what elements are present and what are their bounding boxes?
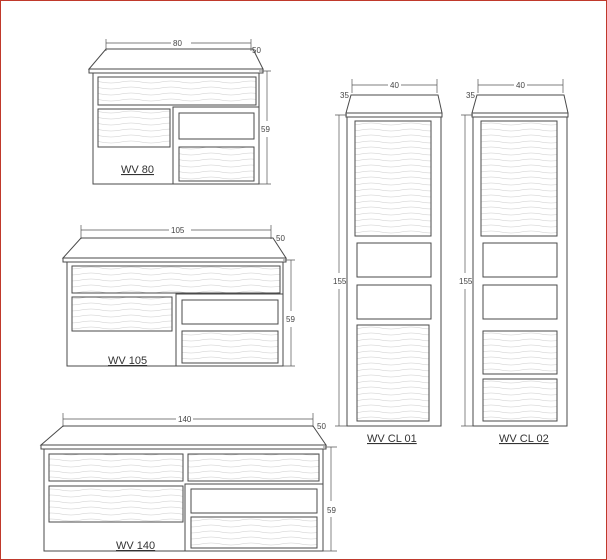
width-dimension: 40 (516, 81, 525, 90)
model-label: WV CL 01 (367, 433, 417, 445)
depth-dimension: 50 (276, 234, 285, 243)
width-dimension: 40 (390, 81, 399, 90)
width-dimension: 105 (171, 226, 185, 235)
cabinet-wv105: 105 50 59 WV 105 (61, 225, 295, 367)
width-dimension: 140 (178, 415, 192, 424)
depth-dimension: 35 (340, 91, 349, 100)
height-dimension: 59 (286, 315, 295, 324)
depth-dimension: 50 (317, 422, 326, 431)
model-label: WV 105 (108, 355, 147, 367)
column-wvcl01: 40 35 155 WV CL 01 (333, 79, 443, 445)
depth-dimension: 50 (252, 46, 261, 55)
model-label: WV CL 02 (499, 433, 549, 445)
model-label: WV 80 (121, 164, 154, 176)
height-dimension: 155 (333, 277, 347, 286)
cabinet-wv140: 140 50 59 WV 140 (39, 413, 337, 552)
width-dimension: 80 (173, 39, 182, 48)
depth-dimension: 35 (466, 91, 475, 100)
height-dimension: 59 (327, 506, 336, 515)
cabinet-wv80: 80 50 59 WV 80 (87, 39, 271, 185)
model-label: WV 140 (116, 540, 155, 552)
height-dimension: 59 (261, 125, 270, 134)
column-wvcl02: 40 35 155 WV CL 02 (459, 79, 569, 445)
height-dimension: 155 (459, 277, 473, 286)
